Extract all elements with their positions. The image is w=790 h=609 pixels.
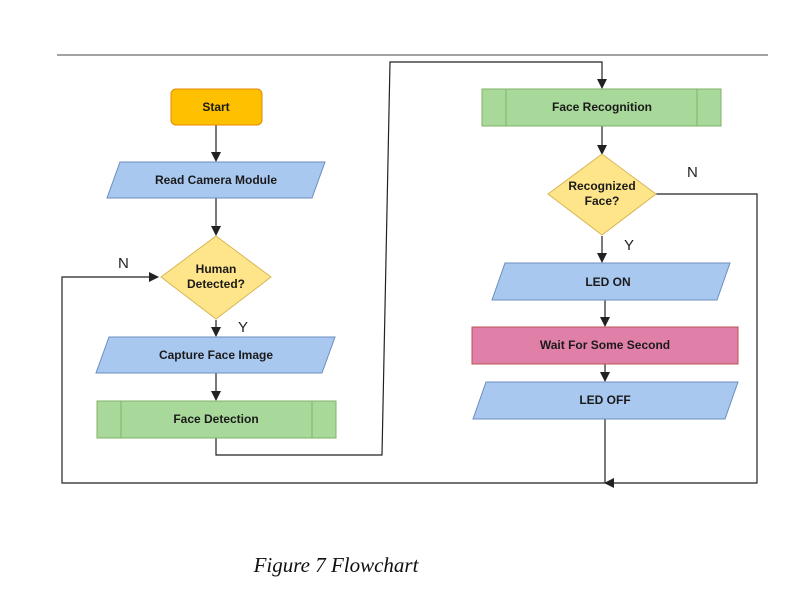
led-on-node: LED ON <box>491 262 731 301</box>
recognized-face-yes-label: Y <box>624 237 634 254</box>
face-detection-node: Face Detection <box>96 400 337 439</box>
arrow-loop-back-to-human-detected <box>61 272 605 484</box>
face-detection-label: Face Detection <box>173 412 258 426</box>
face-recognition-node: Face Recognition <box>481 88 722 127</box>
human-detected-yes-label: Y <box>238 319 248 336</box>
human-detected-decision: Human Detected? <box>160 235 272 320</box>
wait-label: Wait For Some Second <box>540 338 670 352</box>
recognized-face-no-label: N <box>687 164 698 181</box>
connectors <box>61 61 758 488</box>
recognized-face-label-line1: Recognized <box>568 179 635 193</box>
led-off-node: LED OFF <box>472 381 739 420</box>
human-detected-no-label: N <box>118 255 129 272</box>
face-recognition-label: Face Recognition <box>552 100 652 114</box>
led-off-label: LED OFF <box>579 393 630 407</box>
human-detected-label-line1: Human <box>196 262 237 276</box>
figure-caption: Figure 7 Flowchart <box>253 553 419 577</box>
capture-face-node: Capture Face Image <box>95 336 336 374</box>
recognized-face-label-line2: Face? <box>585 194 620 208</box>
recognized-face-decision: Recognized Face? <box>547 153 657 236</box>
led-on-label: LED ON <box>585 275 630 289</box>
wait-node: Wait For Some Second <box>471 326 739 365</box>
read-camera-node: Read Camera Module <box>106 161 326 199</box>
arrow-recognized-no-loop <box>604 193 758 488</box>
start-label: Start <box>202 100 229 114</box>
human-detected-label-line2: Detected? <box>187 277 245 291</box>
arrow-detection-to-recognition <box>215 61 607 456</box>
capture-face-label: Capture Face Image <box>159 348 273 362</box>
start-node: Start <box>170 88 263 126</box>
read-camera-label: Read Camera Module <box>155 173 277 187</box>
